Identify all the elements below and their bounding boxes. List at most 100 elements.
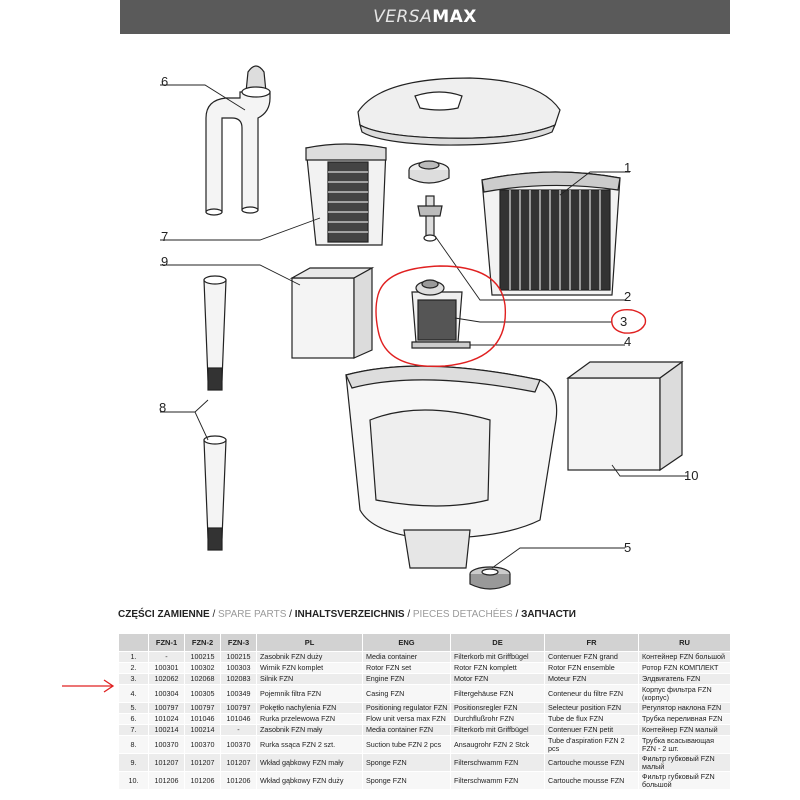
table-cell: 101206 xyxy=(148,771,185,790)
table-cell: Filterschwamm FZN xyxy=(450,771,545,790)
callout-4: 4 xyxy=(624,334,631,349)
table-cell: 101207 xyxy=(148,753,185,772)
table-cell: Cartouche mousse FZN xyxy=(544,771,639,790)
col-header: FZN-1 xyxy=(148,633,185,652)
callout-7: 7 xyxy=(161,229,168,244)
table-cell: 1. xyxy=(118,651,149,663)
table-cell: 100370 xyxy=(148,735,185,754)
table-cell: 5. xyxy=(118,702,149,714)
table-cell: 100370 xyxy=(184,735,221,754)
table-cell: Фильтр губковый FZN малый xyxy=(638,753,731,772)
table-cell: 100370 xyxy=(220,735,257,754)
table-cell: Media container xyxy=(362,651,451,663)
spare-parts-table: FZN-1 FZN-2 FZN-3 PL ENG DE FR RU 1.-100… xyxy=(118,633,731,790)
table-cell: Контейнер FZN большой xyxy=(638,651,731,663)
part-7-small-media-container xyxy=(305,143,387,246)
table-cell: Positionsregler FZN xyxy=(450,702,545,714)
table-cell: Media container FZN xyxy=(362,724,451,736)
table-cell: Wirnik FZN komplet xyxy=(256,662,363,674)
table-cell: Pojemnik filtra FZN xyxy=(256,684,363,703)
part-3-engine xyxy=(411,279,471,349)
table-cell: 102062 xyxy=(148,673,185,685)
table-cell: Rurka przelewowa FZN xyxy=(256,713,363,725)
table-cell: 10. xyxy=(118,771,149,790)
table-cell: 101206 xyxy=(220,771,257,790)
col-header xyxy=(118,633,149,652)
table-cell: Durchflußrohr FZN xyxy=(450,713,545,725)
table-cell: Positioning regulator FZN xyxy=(362,702,451,714)
heading-sep-4: / xyxy=(512,609,522,620)
table-cell: 101206 xyxy=(184,771,221,790)
part-1-large-media-container xyxy=(481,171,621,296)
table-cell: Flow unit versa max FZN xyxy=(362,713,451,725)
table-cell: Фильтр губковый FZN большой xyxy=(638,771,731,790)
callout-5: 5 xyxy=(624,540,631,555)
table-header-row: FZN-1 FZN-2 FZN-3 PL ENG DE FR RU xyxy=(118,633,731,652)
table-cell: 6. xyxy=(118,713,149,725)
table-cell: Rurka ssąca FZN 2 szt. xyxy=(256,735,363,754)
table-cell: Трубка всасывающая FZN - 2 шт. xyxy=(638,735,731,754)
spare-parts-heading: CZĘŚCI ZAMIENNE / SPARE PARTS / INHALTSV… xyxy=(118,609,576,620)
red-arrow-icon xyxy=(62,679,115,693)
table-cell: Ротор FZN КОМПЛЕКТ xyxy=(638,662,731,674)
callout-8: 8 xyxy=(159,400,166,415)
heading-fr: PIECES DETACHÉES xyxy=(412,609,513,620)
table-cell: Filterschwamm FZN xyxy=(450,753,545,772)
table-cell: 102083 xyxy=(220,673,257,685)
table-cell: 100797 xyxy=(148,702,185,714)
table-cell: Wkład gąbkowy FZN mały xyxy=(256,753,363,772)
table-cell: Engine FZN xyxy=(362,673,451,685)
heading-sep-1: / xyxy=(209,609,219,620)
table-cell: 100215 xyxy=(220,651,257,663)
table-cell: Contenuer FZN grand xyxy=(544,651,639,663)
table-cell: Suction tube FZN 2 pcs xyxy=(362,735,451,754)
table-cell: 2. xyxy=(118,662,149,674)
callout-10: 10 xyxy=(684,468,698,483)
heading-de: INHALTSVERZEICHNIS xyxy=(294,609,405,620)
table-cell: Motor FZN xyxy=(450,673,545,685)
table-cell: 100301 xyxy=(148,662,185,674)
table-cell: 100797 xyxy=(184,702,221,714)
callout-1: 1 xyxy=(624,160,631,175)
part-10-large-sponge xyxy=(567,377,661,471)
table-cell: 101207 xyxy=(184,753,221,772)
table-cell: Silnik FZN xyxy=(256,673,363,685)
table-cell: Wkład gąbkowy FZN duży xyxy=(256,771,363,790)
table-cell: Ansaugrohr FZN 2 Stck xyxy=(450,735,545,754)
table-cell: Корпус фильтра FZN (корпус) xyxy=(638,684,731,703)
table-cell: Filtergehäuse FZN xyxy=(450,684,545,703)
brand-bold: MAX xyxy=(432,7,477,27)
heading-ru: ЗАПЧАСТИ xyxy=(521,609,576,620)
col-header: DE xyxy=(450,633,545,652)
table-cell: Трубка переливная FZN xyxy=(638,713,731,725)
table-cell: 101046 xyxy=(184,713,221,725)
leader-lines xyxy=(160,84,688,569)
knob-part xyxy=(408,160,450,184)
col-header: FZN-2 xyxy=(184,633,221,652)
col-header: FZN-3 xyxy=(220,633,257,652)
table-cell: 8. xyxy=(118,735,149,754)
table-cell: 4. xyxy=(118,684,149,703)
table-cell: Rotor FZN set xyxy=(362,662,451,674)
table-cell: Rotor FZN ensemble xyxy=(544,662,639,674)
table-cell: 101207 xyxy=(220,753,257,772)
table-cell: Sponge FZN xyxy=(362,753,451,772)
exploded-view-diagram: 6 7 9 8 1 2 3 4 5 10 xyxy=(159,65,698,590)
table-cell: 100214 xyxy=(184,724,221,736)
table-cell: Контейнер FZN малый xyxy=(638,724,731,736)
table-cell: Zasobnik FZN duży xyxy=(256,651,363,663)
table-cell: 100215 xyxy=(184,651,221,663)
part-2-rotor xyxy=(417,195,443,242)
table-cell: Zasobnik FZN mały xyxy=(256,724,363,736)
table-cell: Cartouche mousse FZN xyxy=(544,753,639,772)
table-cell: Элдвигатель FZN xyxy=(638,673,731,685)
part-4-casing xyxy=(345,365,558,569)
lid xyxy=(357,77,561,146)
table-cell: 100302 xyxy=(184,662,221,674)
